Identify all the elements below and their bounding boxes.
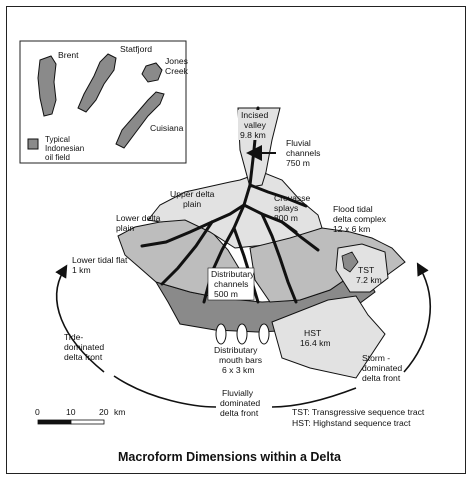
abbrev-hst: HST: Highstand sequence tract xyxy=(292,418,411,428)
cuisiana-field-shape xyxy=(115,91,165,149)
lower-tidal-flat-line1: Lower tidal flat xyxy=(72,255,128,265)
crevasse-splays-line1: Crevasse xyxy=(274,193,311,203)
tide-front-line2: dominated xyxy=(64,342,104,352)
scale-bar-segment-2 xyxy=(70,419,105,425)
tst-lobe xyxy=(341,251,359,273)
flood-tidal-line1: Flood tidal xyxy=(333,204,373,214)
figure-frame xyxy=(6,6,466,474)
distributary-channels-line3: 500 m xyxy=(214,289,238,299)
fluvial-channels-line3: 750 m xyxy=(286,158,310,168)
brent-field-shape xyxy=(37,55,57,117)
legend-swatch xyxy=(27,138,39,150)
distributary-channels-label-bg xyxy=(207,267,255,301)
distributary-channels-line1: Distributary xyxy=(211,269,255,279)
lower-delta-plain-line1: Lower delta xyxy=(116,213,161,223)
statfjord-field-shape xyxy=(77,53,117,113)
mouth-bar-2 xyxy=(236,323,248,345)
scale-bar: 0 10 20 km xyxy=(35,407,125,425)
upper-delta-plain-line1: Upper delta xyxy=(170,189,215,199)
incised-valley-label-bg xyxy=(238,110,270,140)
incised-valley-line3: 9.8 km xyxy=(240,130,266,140)
tide-front-line3: delta front xyxy=(64,352,103,362)
bottom-arc xyxy=(113,375,217,408)
hst-line1: HST xyxy=(304,328,322,338)
mouth-bar-3 xyxy=(258,323,270,345)
fluvial-front-line1: Fluvially xyxy=(222,388,254,398)
upper-delta-plain-line2: plain xyxy=(183,199,201,209)
storm-front-line3: delta front xyxy=(362,373,401,383)
fluvial-channels-line1: Fluvial xyxy=(286,138,311,148)
right-arc xyxy=(403,262,432,373)
mouth-bar-1 xyxy=(215,323,227,345)
scale-tick-20: 20 xyxy=(99,407,109,417)
legend-line2: Indonesian xyxy=(45,144,84,153)
scale-bar-segment-1 xyxy=(37,419,72,425)
scale-unit: km xyxy=(114,407,125,417)
bottom-arc-right xyxy=(271,387,357,408)
flood-tidal-line2: delta complex xyxy=(333,214,387,224)
storm-front-line2: dominated xyxy=(362,363,402,373)
legend-line3: oil field xyxy=(45,153,70,162)
crevasse-splays-line3: 800 m xyxy=(274,213,298,223)
statfjord-label: Statfjord xyxy=(120,44,152,54)
lower-tidal-flat-line2: 1 km xyxy=(72,265,91,275)
brent-label: Brent xyxy=(58,50,79,60)
fluvial-front-line2: dominated xyxy=(220,398,260,408)
cuisiana-label: Cuisiana xyxy=(150,123,184,133)
fluvial-front-line3: delta front xyxy=(220,408,259,418)
storm-front-line1: Storm - xyxy=(362,353,390,363)
tst-line1: TST xyxy=(358,265,375,275)
fluvial-channels-line2: channels xyxy=(286,148,320,158)
scale-tick-10: 10 xyxy=(66,407,76,417)
legend-line1: Typical xyxy=(45,135,70,144)
mouth-bars-line2: mouth bars xyxy=(219,355,262,365)
tide-front-line1: Tide- xyxy=(64,332,83,342)
jones-creek-field-shape xyxy=(141,62,163,83)
incised-valley-line1: Incised xyxy=(241,110,268,120)
flood-tidal-line3: 12 x 6 km xyxy=(333,224,370,234)
jones-creek-label-line2: Creek xyxy=(165,66,189,76)
hst-zone xyxy=(271,295,386,379)
mouth-bars-line1: Distributary xyxy=(214,345,258,355)
distributary-channels-line2: channels xyxy=(214,279,248,289)
mouth-bars-line3: 6 x 3 km xyxy=(222,365,254,375)
abbrev-tst: TST: Transgressive sequence tract xyxy=(292,407,425,417)
scale-tick-0: 0 xyxy=(35,407,40,417)
mouth-bars xyxy=(215,323,270,345)
incised-valley-line2: valley xyxy=(244,120,267,130)
figure-title: Macroform Dimensions within a Delta xyxy=(118,450,342,464)
left-arc xyxy=(55,264,105,373)
lower-delta-plain-line2: plain xyxy=(116,223,134,233)
jones-creek-label-line1: Jones xyxy=(165,56,188,66)
crevasse-splays-line2: splays xyxy=(274,203,298,213)
tst-line2: 7.2 km xyxy=(356,275,382,285)
hst-line2: 16.4 km xyxy=(300,338,331,348)
